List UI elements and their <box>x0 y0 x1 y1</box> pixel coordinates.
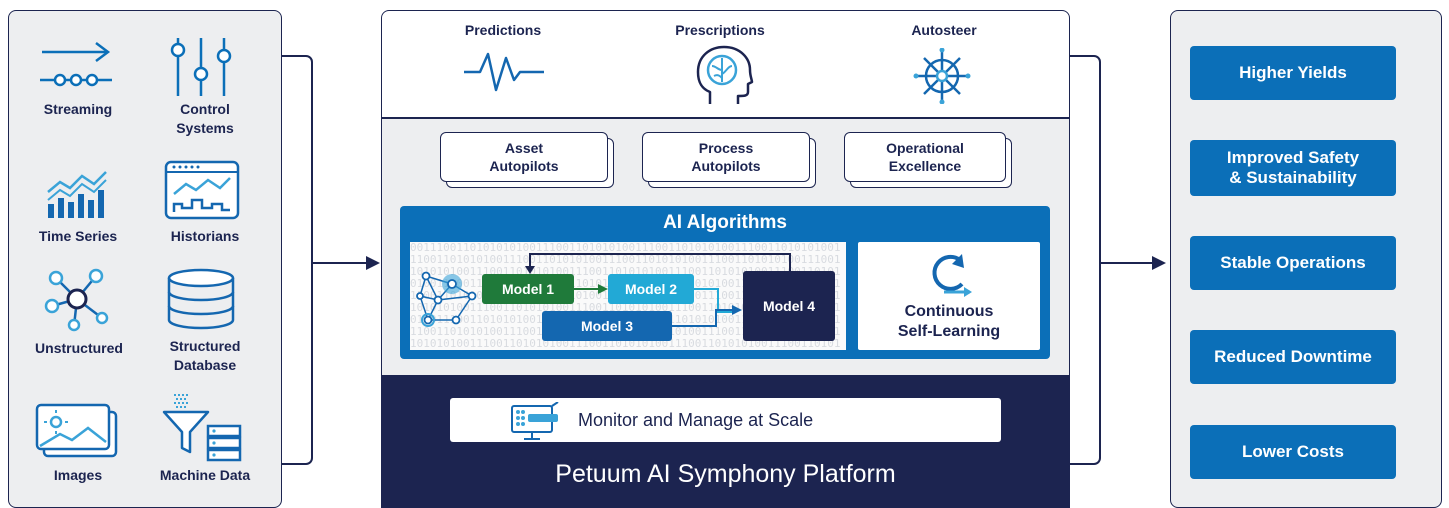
source-label-streaming: Streaming <box>43 101 113 117</box>
source-label-images: Images <box>53 467 103 483</box>
model-3-box: Model 3 <box>542 311 672 341</box>
platform-name: Petuum AI Symphony Platform <box>555 460 896 488</box>
card-process-autopilots: Process Autopilots <box>642 132 810 182</box>
input-connector-arrow <box>282 55 380 465</box>
source-label-unstructured: Unstructured <box>35 340 123 356</box>
outcome-stable-operations: Stable Operations <box>1190 236 1396 290</box>
streaming-icon <box>40 42 112 87</box>
source-label-structured-database: Structured Database <box>169 338 241 373</box>
images-icon <box>35 403 118 458</box>
machine-data-icon <box>162 394 242 462</box>
outcome-higher-yields: Higher Yields <box>1190 46 1396 100</box>
model-flow-arrows <box>525 253 791 327</box>
source-label-historians: Historians <box>170 228 240 244</box>
source-label-control-systems: Control Systems <box>176 101 234 136</box>
unstructured-icon <box>44 268 109 332</box>
monitor-dashboard-icon <box>511 402 559 440</box>
monitor-label: Monitor and Manage at Scale <box>578 410 814 430</box>
time-series-icon <box>47 171 107 218</box>
historians-icon <box>164 160 240 220</box>
outcome-reduced-downtime: Reduced Downtime <box>1190 330 1396 384</box>
self-learning-box <box>858 242 1040 350</box>
card-label-asset: Asset Autopilots <box>489 140 559 174</box>
control-systems-icon <box>170 38 232 96</box>
card-label-process: Process Autopilots <box>691 140 761 174</box>
outcome-lower-costs: Lower Costs <box>1190 425 1396 479</box>
refresh-cycle-icon <box>932 254 972 297</box>
ai-algorithms-title: AI Algorithms <box>663 212 787 233</box>
self-learning-label: Continuous Self-Learning <box>897 303 1001 340</box>
output-connector-arrow <box>1070 55 1166 465</box>
neural-network-icon <box>416 271 477 327</box>
source-label-machine-data: Machine Data <box>159 467 251 483</box>
model-4-box: Model 4 <box>743 271 835 341</box>
capability-label-predictions: Predictions <box>464 22 542 38</box>
database-icon <box>167 268 235 330</box>
capability-label-prescriptions: Prescriptions <box>675 22 765 38</box>
model-1-box: Model 1 <box>482 274 574 304</box>
outcome-improved-safety: Improved Safety & Sustainability <box>1190 140 1396 196</box>
ship-wheel-icon <box>913 48 971 104</box>
card-label-operational: Operational Excellence <box>886 140 964 174</box>
card-asset-autopilots: Asset Autopilots <box>440 132 608 182</box>
pulse-icon <box>464 52 544 92</box>
source-label-time-series: Time Series <box>38 228 118 244</box>
model-2-box: Model 2 <box>608 274 694 304</box>
card-operational-excellence: Operational Excellence <box>844 132 1006 182</box>
capability-label-autosteer: Autosteer <box>911 22 977 38</box>
brain-head-icon <box>696 45 754 104</box>
